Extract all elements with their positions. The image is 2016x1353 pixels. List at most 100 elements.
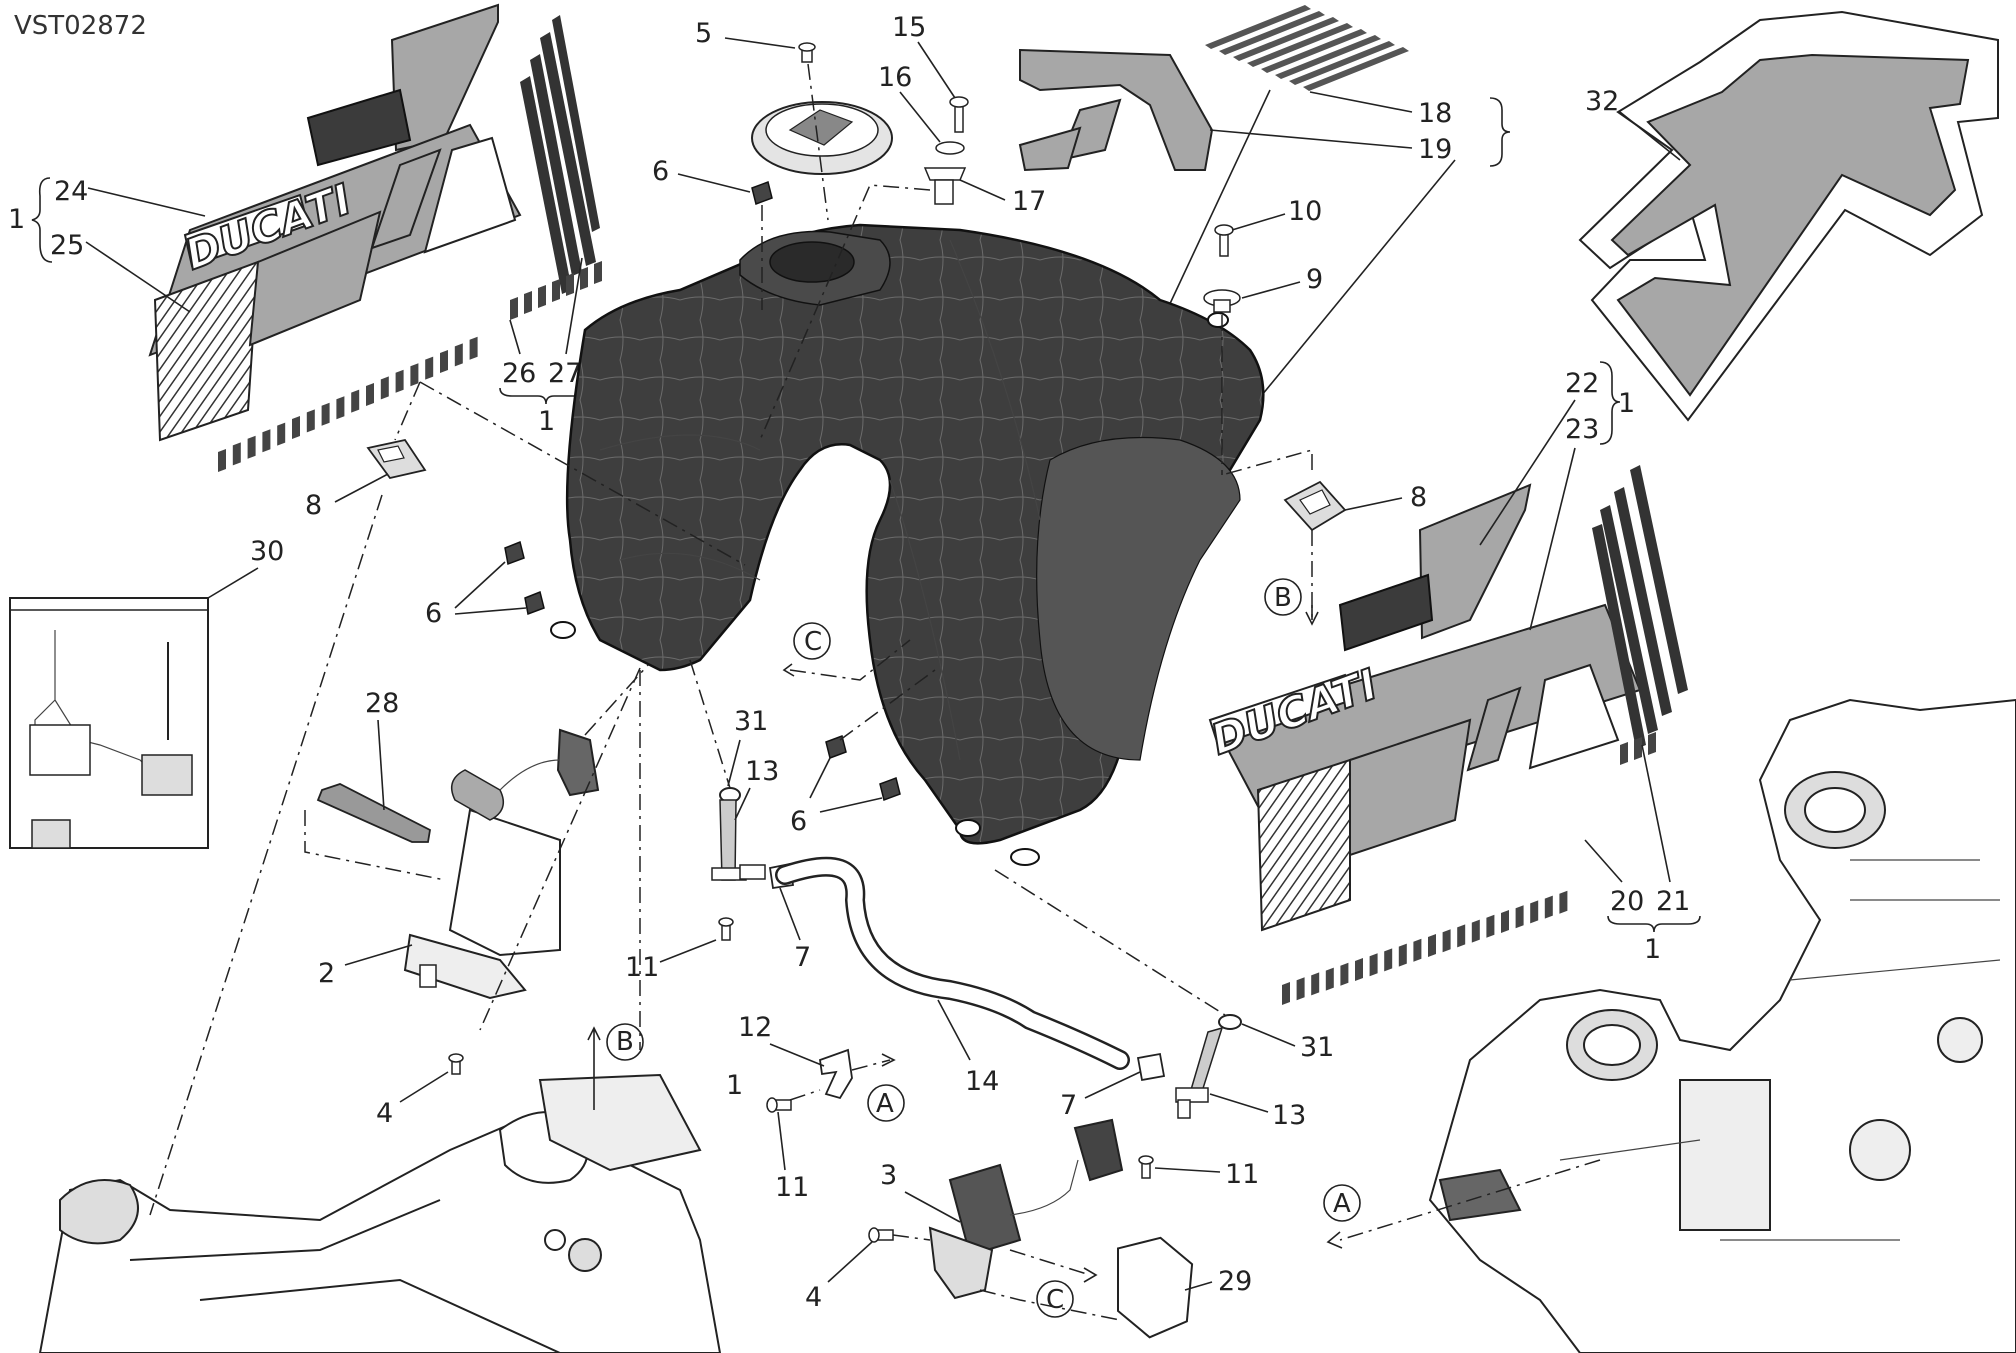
decal-dash bbox=[1398, 943, 1407, 967]
screw-11a bbox=[718, 917, 734, 941]
decal-dash bbox=[262, 429, 271, 453]
decal-dash bbox=[1530, 900, 1539, 924]
callout-6a: 6 bbox=[652, 156, 669, 187]
decal-stripe bbox=[1247, 23, 1353, 67]
decal-dash bbox=[425, 356, 434, 380]
decal-dash bbox=[218, 449, 226, 472]
decal-stripe bbox=[1219, 11, 1325, 55]
decal-dash bbox=[1384, 948, 1393, 972]
fuel-level-sender-3 bbox=[928, 1118, 1124, 1300]
washer-16 bbox=[935, 141, 965, 155]
callout-6b: 6 bbox=[425, 598, 442, 629]
decal-dash bbox=[552, 279, 560, 302]
decal-dash bbox=[524, 291, 532, 314]
decal-dash bbox=[1355, 958, 1363, 981]
callout-16: 16 bbox=[878, 62, 912, 93]
decal-dash bbox=[538, 285, 546, 308]
decal-dash bbox=[1369, 953, 1378, 977]
fuel-pump-2 bbox=[403, 728, 600, 1000]
washer-9 bbox=[1203, 289, 1241, 313]
fuel-hose-14 bbox=[775, 856, 1130, 1070]
callout-11c: 11 bbox=[1225, 1159, 1259, 1190]
callout-30: 30 bbox=[250, 536, 284, 567]
callout-17: 17 bbox=[1012, 186, 1046, 217]
decal-dash bbox=[321, 402, 330, 426]
callout-26: 26 bbox=[502, 358, 536, 389]
callout-22: 22 bbox=[1565, 368, 1599, 399]
fuel-pump-kit-inset bbox=[9, 597, 209, 849]
decal-dash bbox=[1634, 737, 1642, 760]
callout-8b: 8 bbox=[1410, 482, 1427, 513]
decal-dash bbox=[580, 267, 588, 290]
decal-dash bbox=[1457, 924, 1466, 948]
decal-dash bbox=[395, 369, 404, 393]
fuel-tank bbox=[550, 223, 1265, 866]
decal-dash bbox=[454, 343, 463, 367]
callout-12: 12 bbox=[738, 1012, 772, 1043]
ref-C-lower: C bbox=[1046, 1285, 1064, 1315]
callout-1b: 1 bbox=[538, 406, 555, 437]
callout-3: 3 bbox=[880, 1160, 897, 1191]
ref-A-bracket: A bbox=[876, 1089, 894, 1119]
decal-dash bbox=[1442, 929, 1451, 953]
decal-dash bbox=[1296, 977, 1305, 1001]
decal-dash bbox=[380, 376, 389, 400]
fuel-cap bbox=[751, 42, 893, 175]
bushing-17 bbox=[923, 167, 967, 205]
gasket-28 bbox=[316, 783, 431, 843]
callout-1c: 1 bbox=[1618, 388, 1635, 419]
decal-stripe bbox=[1205, 5, 1311, 49]
callout-8a: 8 bbox=[305, 490, 322, 521]
callout-18: 18 bbox=[1418, 98, 1452, 129]
callout-21: 21 bbox=[1656, 886, 1690, 917]
decal-dash bbox=[1486, 914, 1495, 938]
decal-stripe bbox=[1275, 35, 1381, 79]
callout-24: 24 bbox=[54, 176, 88, 207]
screw-4b bbox=[868, 1227, 894, 1243]
decal-dash bbox=[1620, 742, 1628, 765]
rubber-grommet-6a bbox=[751, 181, 773, 205]
ref-C-tank: C bbox=[804, 627, 822, 657]
bracket-12 bbox=[819, 1048, 853, 1100]
callout-1d: 1 bbox=[1644, 934, 1661, 965]
decal-stripe bbox=[1261, 29, 1367, 73]
callout-13a: 13 bbox=[745, 756, 779, 787]
callout-13b: 13 bbox=[1272, 1100, 1306, 1131]
callout-28: 28 bbox=[365, 688, 399, 719]
callout-4a: 4 bbox=[376, 1098, 393, 1129]
gasket-29 bbox=[1117, 1236, 1194, 1339]
decal-dash bbox=[351, 389, 360, 413]
screw-11b bbox=[766, 1097, 792, 1113]
decal-dash bbox=[469, 336, 478, 360]
callout-14: 14 bbox=[965, 1066, 999, 1097]
ref-B-frame: B bbox=[616, 1027, 634, 1057]
screw-4a bbox=[448, 1053, 464, 1075]
decal-dash bbox=[1428, 934, 1436, 957]
callout-31b: 31 bbox=[1300, 1032, 1334, 1063]
ref-B-top: B bbox=[1274, 583, 1292, 613]
decal-stripe bbox=[1303, 47, 1409, 91]
callout-29: 29 bbox=[1218, 1266, 1252, 1297]
decal-dash bbox=[410, 363, 419, 387]
clip-nut-8a bbox=[366, 438, 427, 480]
callout-10: 10 bbox=[1288, 196, 1322, 227]
screw-10 bbox=[1214, 224, 1234, 257]
clip-nut-8b bbox=[1283, 480, 1347, 532]
decal-dash bbox=[1501, 910, 1509, 933]
callout-19: 19 bbox=[1418, 134, 1452, 165]
callout-11b: 11 bbox=[775, 1172, 809, 1203]
decal-dash bbox=[510, 297, 518, 320]
left-decal-set: DUCATI bbox=[148, 3, 602, 472]
screw-11c bbox=[1138, 1155, 1154, 1179]
frame bbox=[38, 1073, 722, 1353]
decal-dash bbox=[1515, 905, 1524, 929]
knee-pad-32 bbox=[1578, 10, 1999, 422]
callout-1: 1 bbox=[8, 204, 25, 235]
decal-dash bbox=[1413, 938, 1422, 962]
callout-32: 32 bbox=[1585, 86, 1619, 117]
hose-clamp-7b bbox=[1136, 1052, 1166, 1082]
decal-stripe bbox=[1289, 41, 1395, 85]
callout-2: 2 bbox=[318, 958, 335, 989]
callout-7b: 7 bbox=[1060, 1090, 1077, 1121]
callout-6c: 6 bbox=[790, 806, 807, 837]
